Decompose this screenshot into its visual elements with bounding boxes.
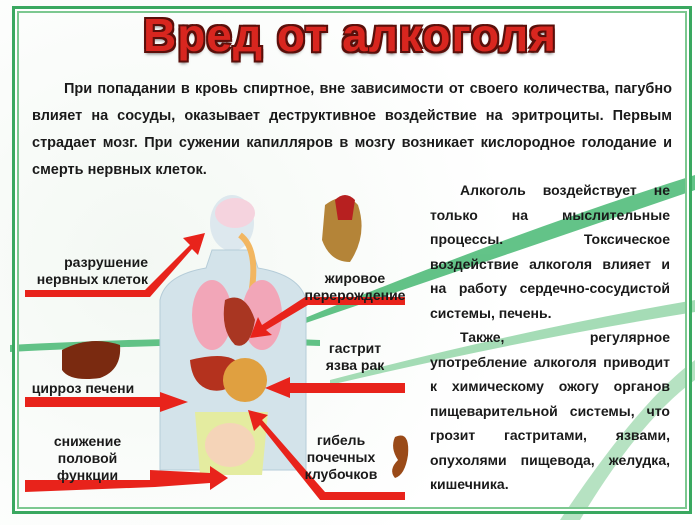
heart (223, 297, 255, 346)
organ-images (62, 195, 409, 478)
arrow-stomach (265, 377, 405, 398)
brain (215, 198, 255, 228)
page-title: Вред от алкоголя (142, 9, 558, 61)
label-liver: цирроз печени (31, 380, 135, 396)
frame-border (12, 6, 692, 514)
stomach (223, 358, 267, 402)
label-heart: жировое перерождение (304, 270, 406, 303)
cirrhotic-liver-image (62, 341, 121, 379)
kidney-image (392, 435, 409, 478)
arrow-sexual (25, 466, 228, 492)
side-paragraph-1: Алкоголь воздействует не только на мысли… (430, 182, 670, 321)
label-stomach: гастрит язва рак (325, 340, 385, 373)
human-body (159, 195, 307, 475)
label-sexual: снижение половой функции (53, 433, 122, 483)
arrow-heart (250, 297, 405, 338)
label-nerve: разрушение нервных клеток (36, 254, 148, 287)
side-paragraph-2: Также, регулярное употребление алкоголя … (430, 329, 670, 492)
intro-paragraph: При попадании в кровь спиртное, вне зави… (32, 81, 672, 178)
arrow-liver (25, 392, 188, 412)
arrow-nerve (25, 233, 205, 297)
label-kidney: гибель почечных клубочков (304, 432, 378, 482)
arrows (25, 233, 405, 500)
side-text: Алкоголь воздействует не только на мысли… (430, 178, 670, 497)
